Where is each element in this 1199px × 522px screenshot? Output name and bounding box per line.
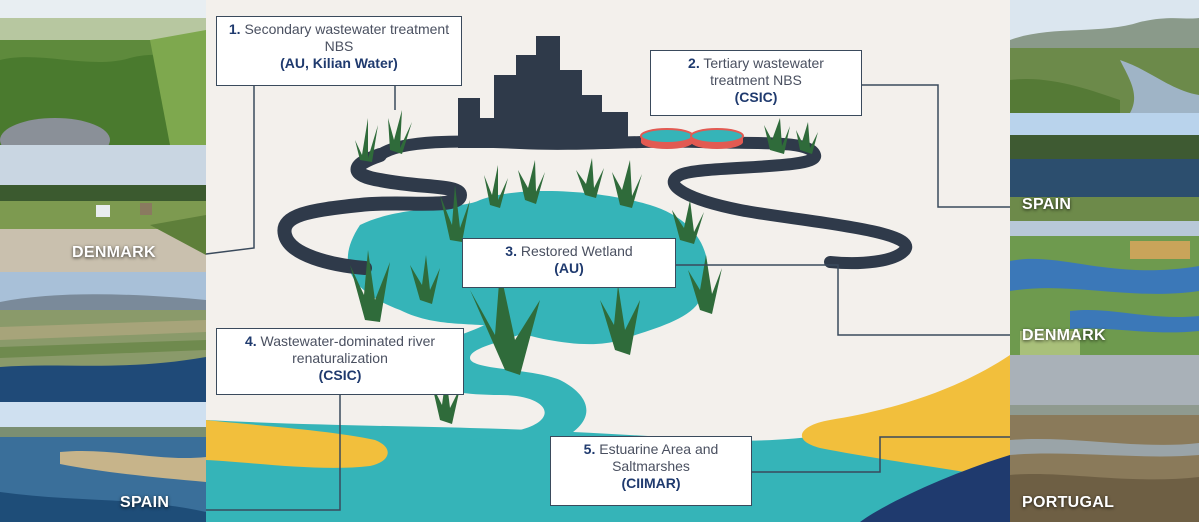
label-box-2: 2. Tertiary wastewater treatment NBS (CS… <box>650 50 862 116</box>
label-2-number: 2. <box>688 55 700 71</box>
label-1-text: Secondary wastewater treatment NBS <box>244 21 450 54</box>
photo-left-1-reed-field <box>0 0 206 145</box>
reeds <box>350 110 818 424</box>
label-3-text: Restored Wetland <box>520 243 633 259</box>
connector-3 <box>676 264 1010 336</box>
label-box-3: 3. Restored Wetland (AU) <box>462 238 676 288</box>
label-1-number: 1. <box>228 21 241 37</box>
connector-4 <box>206 395 341 511</box>
label-2-org: (CSIC) <box>734 89 778 105</box>
country-label-right-denmark: DENMARK <box>1022 327 1106 344</box>
sand-layer <box>206 355 1010 522</box>
label-5-text: Estuarine Area and Saltmarshes <box>599 441 719 474</box>
connector-5 <box>752 436 1010 473</box>
label-1-org: (AU, Kilian Water) <box>280 55 398 71</box>
label-3-org: (AU) <box>554 260 584 276</box>
photo-right-1-river-valley <box>1010 0 1199 113</box>
connector-1 <box>205 86 255 255</box>
right-sand <box>801 355 1010 480</box>
photo-right-3-denmark-wetland <box>1010 221 1199 355</box>
connector-lines <box>205 84 1010 511</box>
label-4-number: 4. <box>244 333 257 349</box>
label-3-number: 3. <box>505 243 517 259</box>
photo-right-4-portugal-saltmarsh <box>1010 355 1199 522</box>
label-box-1: 1. Secondary wastewater treatment NBS (A… <box>216 16 462 86</box>
label-2-text: Tertiary wastewater treatment NBS <box>703 55 824 88</box>
photo-left-2-denmark-facility <box>0 145 206 272</box>
left-sand <box>206 420 388 468</box>
treatment-tanks <box>640 128 744 149</box>
photo-right-2-spain-lagoon <box>1010 113 1199 221</box>
navy-shape <box>860 455 1010 522</box>
photo-left-3-aerial-coast <box>0 272 206 402</box>
country-label-left-denmark: DENMARK <box>72 244 156 261</box>
country-label-left-spain: SPAIN <box>120 494 170 511</box>
label-5-number: 5. <box>583 441 596 457</box>
photo-left-4-spain-river-mouth <box>0 402 206 522</box>
label-box-4: 4. Wastewater-dominated river renaturali… <box>216 328 464 395</box>
connector-2 <box>862 84 1010 208</box>
country-label-right-portugal: PORTUGAL <box>1022 494 1115 511</box>
label-5-org: (CIIMAR) <box>621 475 681 491</box>
label-4-text: Wastewater-dominated river renaturalizat… <box>260 333 436 366</box>
country-label-right-spain: SPAIN <box>1022 196 1072 213</box>
label-box-5: 5. Estuarine Area and Saltmarshes (CIIMA… <box>550 436 752 506</box>
label-4-org: (CSIC) <box>318 367 362 383</box>
city-skyline <box>458 36 628 148</box>
